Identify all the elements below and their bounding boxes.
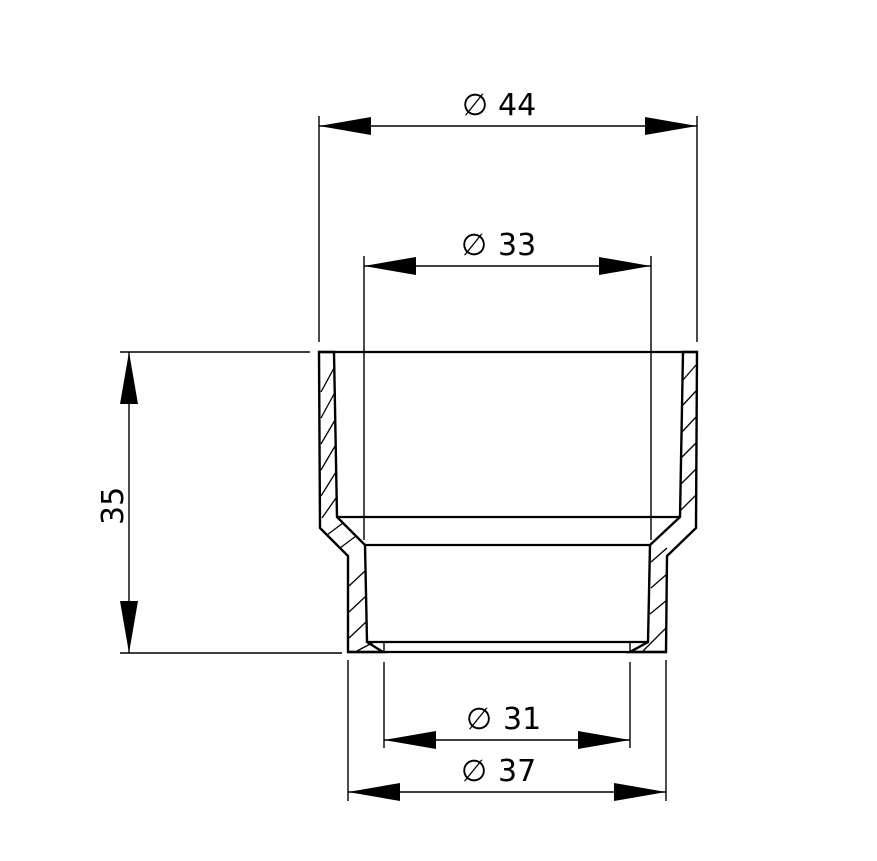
dimension-inner-bottom-diameter: ∅ 31 [383,662,631,749]
diameter-symbol-icon: ∅ [462,88,488,123]
dim-label-37: 37 [498,754,536,789]
dimension-height: 35 [96,351,342,654]
dimension-inner-top-diameter: ∅ 33 [363,228,652,540]
diameter-symbol-icon: ∅ [466,702,492,737]
right-wall-section [625,350,699,654]
dimension-outer-bottom-diameter: ∅ 37 [347,660,667,801]
hatching-right [641,364,697,653]
hatching-left [320,367,375,652]
part-section [317,350,699,654]
diameter-symbol-icon: ∅ [461,754,487,789]
dim-label-31: 31 [503,702,541,737]
diameter-symbol-icon: ∅ [461,228,487,263]
dim-label-35: 35 [96,487,131,525]
dim-label-33: 33 [498,228,536,263]
dimension-outer-top-diameter: ∅ 44 [318,88,698,342]
dim-label-44: 44 [498,88,536,123]
left-wall-section [317,350,388,654]
